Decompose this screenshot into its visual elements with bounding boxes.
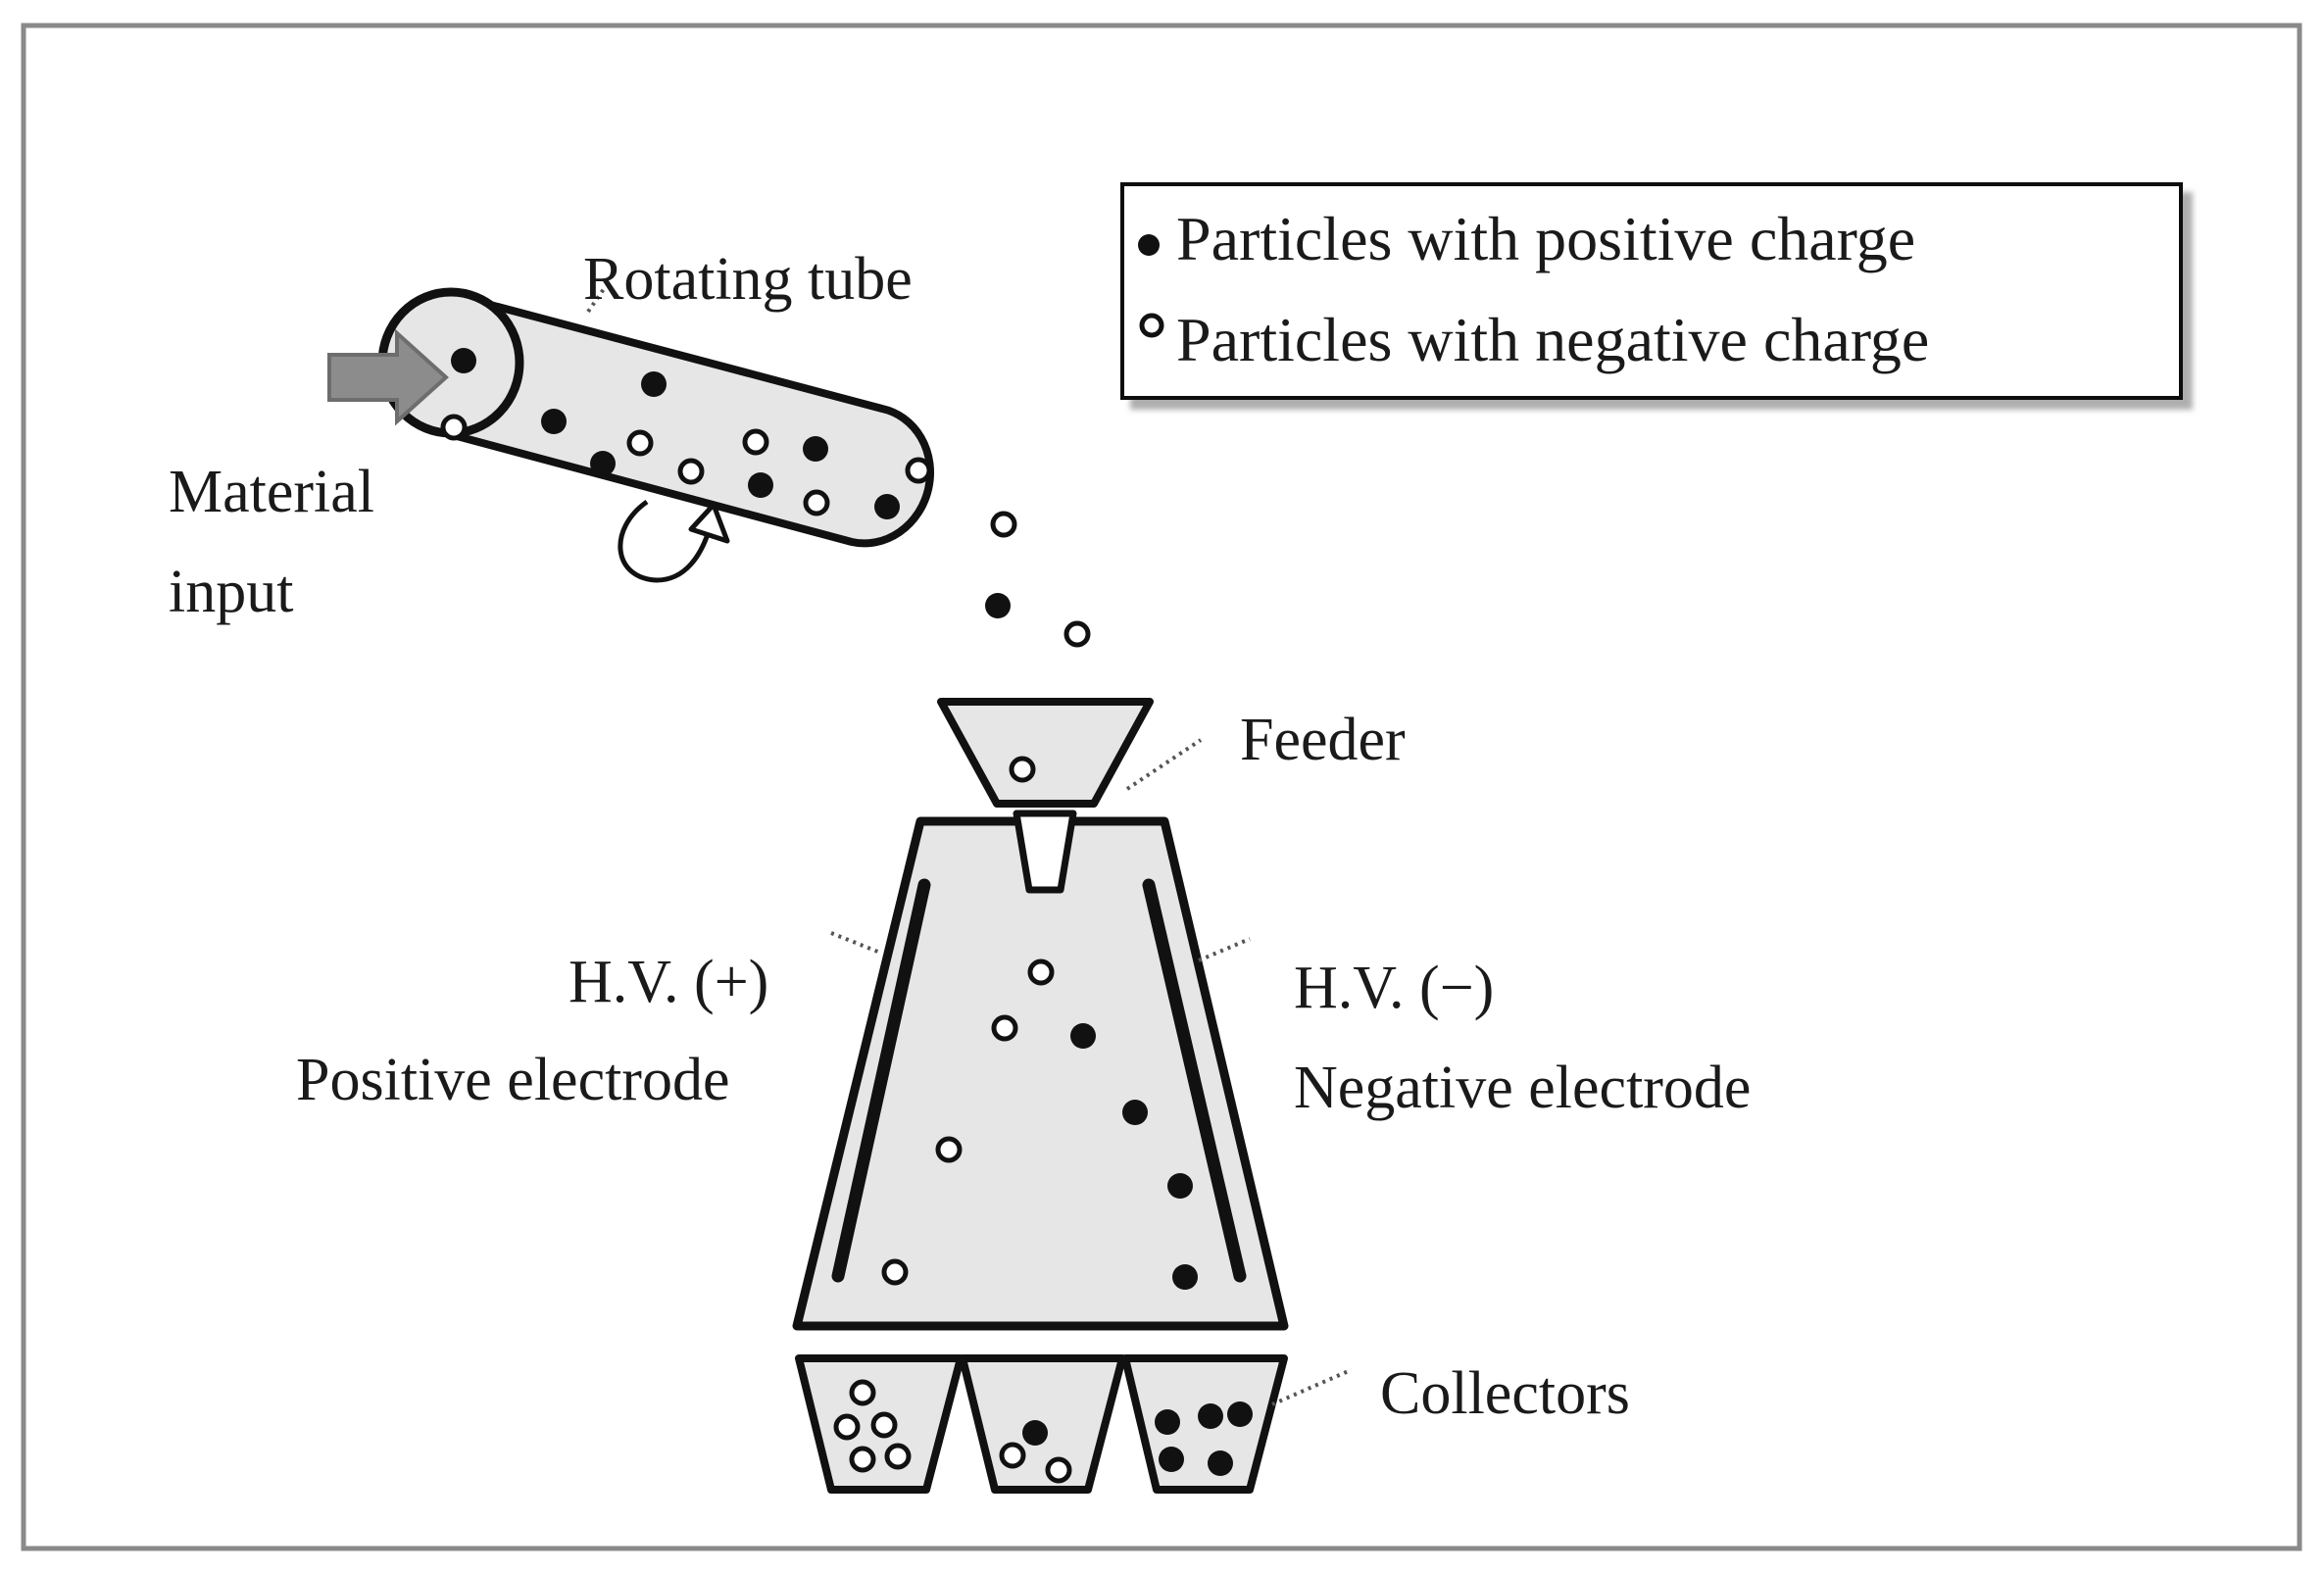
particle-positive [985, 593, 1011, 618]
rotation-arrowhead-icon [688, 502, 730, 544]
tube-body [427, 293, 934, 548]
material-input-arrow [327, 328, 449, 426]
label-rotating-tube: Rotating tube [583, 246, 913, 313]
label-negative-electrode: Negative electrode [1294, 1055, 1751, 1121]
particle-negative [935, 1136, 963, 1163]
legend: Particles with positive charge Particles… [1120, 182, 2183, 400]
particle-positive [1122, 1100, 1148, 1125]
particle-positive [1198, 1403, 1223, 1429]
legend-negative-marker [1139, 313, 1164, 338]
negative-electrode [1142, 878, 1247, 1283]
particle-negative [1063, 620, 1091, 648]
particle-positive [1167, 1173, 1193, 1199]
label-hv-positive: H.V. (+) [569, 949, 768, 1015]
particle-positive [1227, 1401, 1253, 1427]
particle-negative [884, 1443, 912, 1470]
separator-chamber [792, 698, 1289, 1331]
particle-positive [1159, 1447, 1184, 1472]
particle-negative [1045, 1456, 1072, 1484]
falling-particles [985, 511, 1091, 648]
particle-negative [849, 1379, 876, 1406]
feeder-hopper [937, 698, 1154, 808]
collectors [795, 1354, 1288, 1494]
leader-lines [586, 284, 1352, 1406]
particle-negative [677, 458, 705, 485]
particle-negative [1009, 756, 1036, 783]
rotation-arrow-icon [618, 499, 711, 583]
particle-negative [991, 1014, 1018, 1042]
particle-negative [742, 428, 769, 456]
particle-negative [849, 1446, 876, 1473]
legend-positive-label: Particles with positive charge [1176, 204, 1915, 273]
particle-positive [1208, 1450, 1233, 1476]
particle-negative [870, 1411, 898, 1439]
leader-rotating-tube [586, 284, 608, 314]
particle-positive [641, 371, 667, 397]
label-material-input-line1: Material [169, 459, 374, 525]
particle-positive [451, 348, 476, 373]
particle-positive [1172, 1264, 1198, 1290]
particle-positive [590, 451, 616, 476]
particle-negative [881, 1258, 909, 1286]
particle-positive [803, 436, 828, 462]
particle-positive [1070, 1023, 1096, 1049]
particle-negative [990, 511, 1017, 538]
leader-hv-negative [1198, 937, 1251, 962]
legend-positive-marker [1138, 234, 1160, 256]
particle-positive [1155, 1409, 1180, 1435]
particle-negative [626, 429, 654, 457]
particle-positive [541, 409, 567, 434]
tube-particles [440, 348, 932, 519]
particle-negative [1027, 958, 1055, 986]
legend-negative-label: Particles with negative charge [1176, 305, 1929, 374]
particle-negative [440, 414, 468, 441]
particle-positive [748, 472, 773, 498]
particle-negative [905, 457, 932, 484]
particle-negative [999, 1442, 1026, 1469]
label-positive-electrode: Positive electrode [296, 1047, 729, 1113]
feeder-nozzle [1013, 810, 1077, 894]
particle-positive [1022, 1420, 1048, 1446]
leader-hv-positive [830, 931, 881, 955]
label-feeder: Feeder [1240, 707, 1406, 773]
leader-collectors [1271, 1368, 1352, 1406]
legend-box [1120, 182, 2183, 400]
particle-positive [874, 494, 900, 519]
positive-electrode [831, 878, 931, 1283]
label-material-input-line2: input [169, 559, 293, 625]
chamber-particles [881, 958, 1198, 1290]
particle-negative [803, 489, 830, 516]
label-hv-negative: H.V. (−) [1294, 955, 1494, 1021]
particle-negative [833, 1413, 861, 1441]
label-collectors: Collectors [1380, 1360, 1630, 1427]
